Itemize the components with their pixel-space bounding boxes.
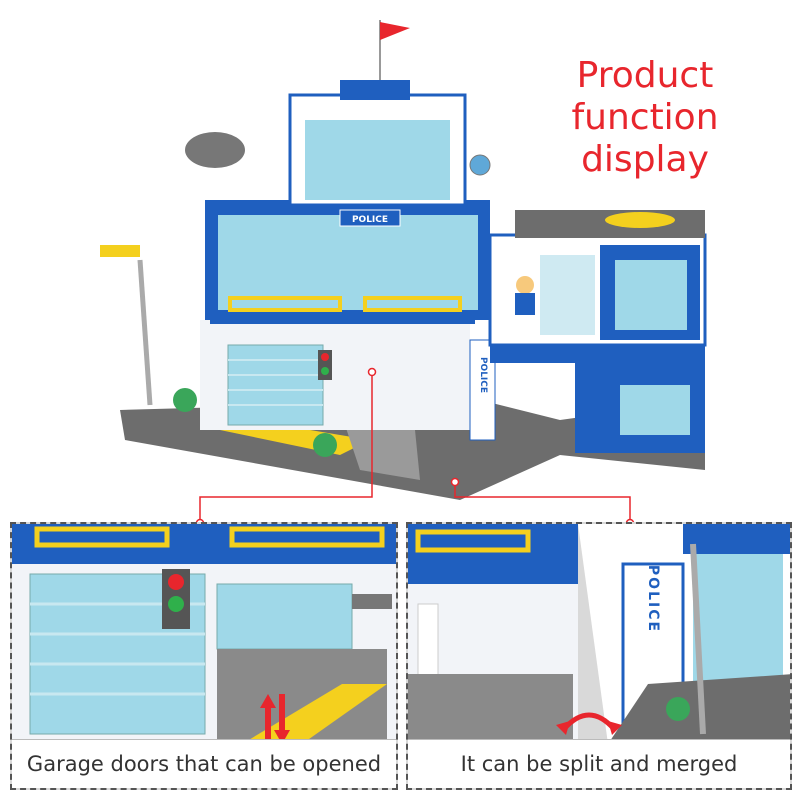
garage-door-caption: Garage doors that can be opened <box>12 739 396 788</box>
flag <box>380 22 410 40</box>
up-down-arrow-icon <box>260 694 290 744</box>
curved-arrow-icon <box>556 712 622 735</box>
searchlight <box>469 154 491 176</box>
yellow-railing-left <box>228 296 342 312</box>
second-floor-windows <box>218 215 478 310</box>
split-merge-detail-panel: POLICE It can be split and merged <box>406 522 792 790</box>
annex-glass <box>540 255 595 335</box>
garage-door-detail-panel: Garage doors that can be opened <box>10 522 398 790</box>
yellow-railing-right <box>363 296 462 312</box>
title-line-2: display <box>581 139 709 180</box>
annex-floor-band <box>490 345 705 363</box>
minifigure-body <box>515 293 535 315</box>
police-station-model-image: POLICE POLICE <box>100 20 707 500</box>
tower-roof <box>340 80 410 100</box>
product-function-title: Product function display <box>500 55 790 181</box>
police-pillar-text: POLICE <box>645 565 661 633</box>
pillar-police-text: POLICE <box>478 357 488 393</box>
lamp-head <box>100 245 140 257</box>
annex-lower-window <box>620 385 690 435</box>
helicopter <box>605 212 675 228</box>
police-minifigure <box>516 276 534 294</box>
police-sign-text: POLICE <box>352 215 388 225</box>
police-sign <box>339 209 401 227</box>
annex-window <box>615 260 687 330</box>
split-merge-closeup: POLICE <box>408 524 790 744</box>
plant-2 <box>313 433 337 457</box>
callout-connectors <box>195 367 635 528</box>
street-lamp <box>137 259 153 406</box>
tower-windows <box>305 120 450 200</box>
satellite-dish <box>185 132 245 168</box>
split-merge-caption: It can be split and merged <box>408 739 790 788</box>
balcony <box>210 310 475 324</box>
garage-door-main <box>227 344 324 426</box>
plant-1 <box>173 388 197 412</box>
garage-door-closeup <box>12 524 396 744</box>
title-line-1: Product function <box>571 55 719 138</box>
